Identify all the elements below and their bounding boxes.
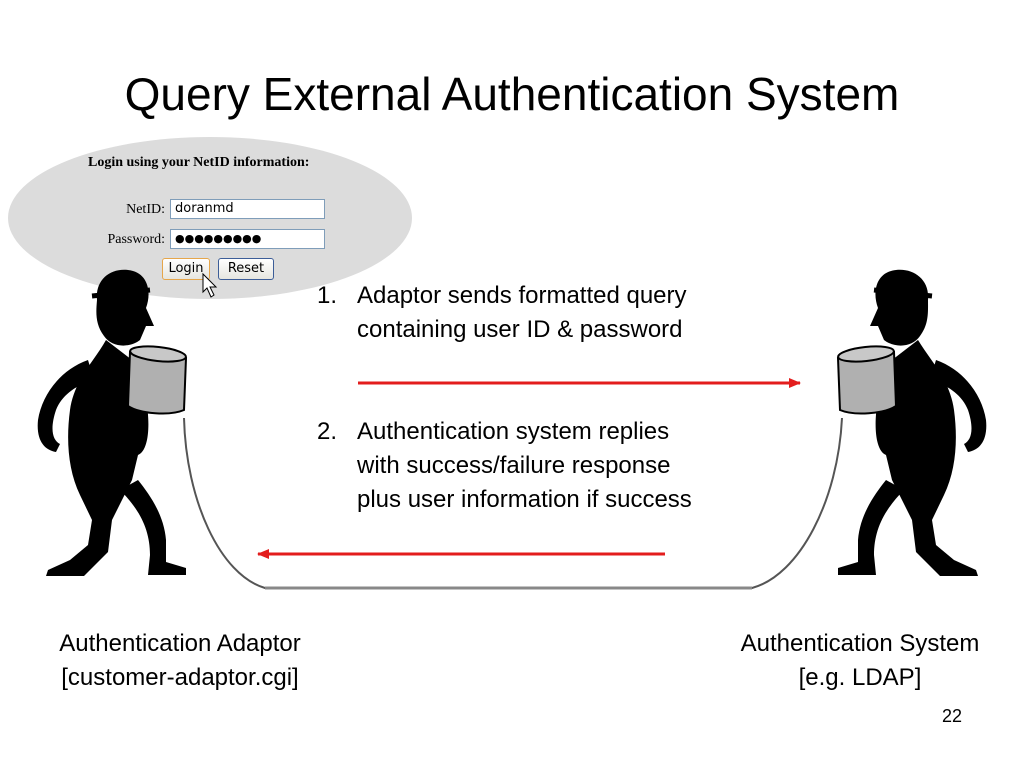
step-2-number: 2.: [317, 418, 338, 445]
step-2-text: Authentication system replies with succe…: [357, 418, 692, 513]
adaptor-caption-line2: [customer-adaptor.cgi]: [61, 664, 299, 691]
login-form-heading: Login using your NetID information:: [88, 155, 310, 170]
adaptor-caption-line1: Authentication Adaptor: [59, 630, 301, 657]
step-1-text: Adaptor sends formatted query containing…: [357, 282, 687, 343]
step-1-number: 1.: [317, 282, 338, 309]
reset-button[interactable]: Reset: [218, 258, 274, 280]
system-caption-line1: Authentication System: [740, 630, 980, 657]
password-field[interactable]: ●●●●●●●●●: [170, 229, 325, 249]
password-label: Password:: [107, 232, 165, 247]
system-caption: Authentication System [e.g. LDAP]: [700, 627, 1020, 695]
mouse-cursor-icon: [202, 272, 218, 298]
slide-title: Query External Authentication System: [124, 68, 900, 120]
tin-can-phone-icon: [836, 345, 898, 415]
system-caption-line2: [e.g. LDAP]: [798, 664, 922, 691]
tin-can-phone-icon: [126, 345, 188, 415]
netid-label: NetID:: [126, 202, 165, 217]
person-silhouette-icon: [37, 269, 186, 576]
adaptor-caption: Authentication Adaptor [customer-adaptor…: [20, 627, 340, 695]
login-button[interactable]: Login: [162, 258, 210, 280]
netid-field[interactable]: doranmd: [170, 199, 325, 219]
person-silhouette-icon: [838, 269, 987, 576]
page-number: 22: [941, 706, 962, 726]
